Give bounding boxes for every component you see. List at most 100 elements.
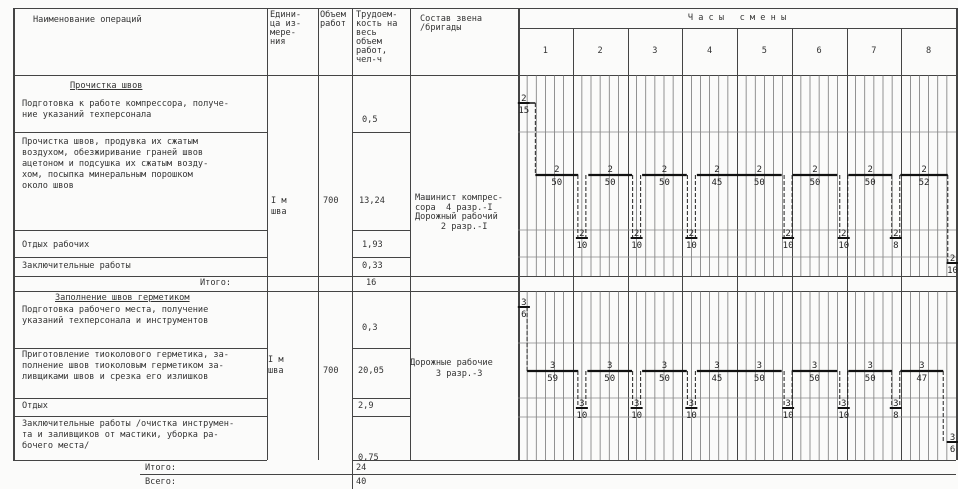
operation-name: Отдых рабочих (22, 240, 90, 250)
work-workers: 2 (662, 165, 667, 175)
work-workers: 2 (868, 165, 873, 175)
grid-line (13, 460, 267, 461)
labor-value: 20,05 (358, 366, 384, 376)
prep-workers: 3 (521, 298, 526, 308)
grid-line (791, 28, 793, 460)
rest-minutes: 10 (838, 411, 849, 421)
hour-number: 2 (597, 46, 603, 56)
rest-workers: 2 (634, 229, 639, 239)
grid-line (737, 28, 738, 460)
header-labor: Трудоем- кость на весь объем работ, чел-… (356, 10, 398, 65)
labor-value: 0,33 (362, 261, 383, 271)
work-minutes: 50 (865, 374, 876, 384)
rest-minutes: 10 (576, 241, 587, 251)
subtotal-label: Итого: (200, 278, 232, 288)
final-minutes: 10 (947, 266, 958, 276)
labor-value: 0,75 (358, 453, 379, 463)
work-minutes: 47 (916, 374, 927, 384)
unit-value: I м шва (268, 355, 284, 376)
hour-number: 6 (816, 46, 822, 56)
work-workers: 3 (919, 361, 924, 371)
header-volume: Объем работ (320, 10, 346, 29)
header-hours-title: Ч а с ы с м е н ы (687, 13, 787, 23)
operation-name: Отдых (22, 401, 48, 411)
work-minutes: 50 (809, 374, 820, 384)
grid-line (627, 28, 629, 460)
rest-minutes: 10 (686, 241, 697, 251)
rest-workers: 2 (893, 229, 898, 239)
grid-line (352, 257, 410, 258)
grid-line (352, 460, 956, 461)
section-title: Прочистка швов (70, 81, 143, 91)
rest-minutes: 8 (893, 241, 898, 251)
grid-line (13, 8, 956, 9)
final-workers: 3 (950, 433, 955, 443)
rest-minutes: 10 (783, 411, 794, 421)
hour-number: 7 (871, 46, 877, 56)
prep-minutes: 15 (518, 106, 529, 116)
work-workers: 3 (662, 361, 667, 371)
grid-line (682, 28, 684, 460)
grid-line (13, 398, 267, 399)
work-workers: 2 (921, 165, 926, 175)
rest-workers: 2 (689, 229, 694, 239)
labor-value: 2,9 (358, 401, 374, 411)
rest-workers: 3 (634, 399, 639, 409)
grid-line (13, 276, 956, 277)
grid-line (267, 8, 268, 460)
work-minutes: 45 (712, 178, 723, 188)
rest-minutes: 8 (893, 411, 898, 421)
header-unit: Едини- ца из- мере- ния (270, 10, 302, 47)
grid-line (352, 398, 410, 399)
crew-value: Дорожные рабочие 3 разр.-3 (410, 358, 493, 379)
rest-minutes: 10 (576, 411, 587, 421)
work-workers: 3 (550, 361, 555, 371)
subtotal-value: 24 (356, 463, 367, 473)
grid-line (410, 8, 411, 460)
rest-workers: 3 (785, 399, 790, 409)
work-minutes: 45 (712, 374, 723, 384)
work-minutes: 50 (659, 178, 670, 188)
prep-workers: 2 (521, 94, 526, 104)
grid-line (140, 474, 956, 475)
rest-minutes: 10 (838, 241, 849, 251)
work-minutes: 50 (810, 178, 821, 188)
operation-name: Подготовка к работе компрессора, получе-… (22, 99, 229, 120)
grand-total-label: Всего: (145, 477, 177, 487)
work-minutes: 50 (659, 374, 670, 384)
grid-line (352, 8, 353, 460)
volume-value: 700 (323, 366, 339, 376)
grid-line (13, 416, 267, 417)
header-crew: Состав звена /бригады (420, 14, 483, 33)
rest-workers: 2 (785, 229, 790, 239)
operation-name: Заключительные работы (22, 261, 131, 271)
work-workers: 3 (868, 361, 873, 371)
work-minutes: 50 (604, 374, 615, 384)
operation-name: Прочистка швов, продувка их сжатым возду… (22, 137, 209, 191)
rest-workers: 3 (579, 399, 584, 409)
grid-line (13, 291, 956, 292)
grid-line (13, 348, 267, 349)
hour-number: 8 (926, 46, 932, 56)
crew-value: Машинист компрес- сора 4 разр.-I Дорожны… (415, 193, 503, 232)
grid-line (13, 230, 267, 231)
work-workers: 2 (607, 165, 612, 175)
unit-value: I м шва (271, 196, 287, 217)
prep-minutes: 6 (521, 310, 526, 320)
section-title: Заполнение швов герметиком (55, 293, 190, 303)
work-workers: 3 (607, 361, 612, 371)
grid-line (318, 8, 319, 460)
work-minutes: 50 (605, 178, 616, 188)
hour-number: 5 (761, 46, 767, 56)
subtotal-label: Итого: (145, 463, 177, 473)
labor-value: 0,5 (362, 115, 378, 125)
work-workers: 3 (714, 361, 719, 371)
grid-line (518, 8, 520, 460)
work-workers: 2 (757, 165, 762, 175)
rest-minutes: 10 (631, 241, 642, 251)
labor-value: 1,93 (362, 240, 383, 250)
hour-number: 4 (707, 46, 713, 56)
header-operation-name: Наименование операций (33, 15, 142, 25)
labor-value: 13,24 (359, 196, 385, 206)
